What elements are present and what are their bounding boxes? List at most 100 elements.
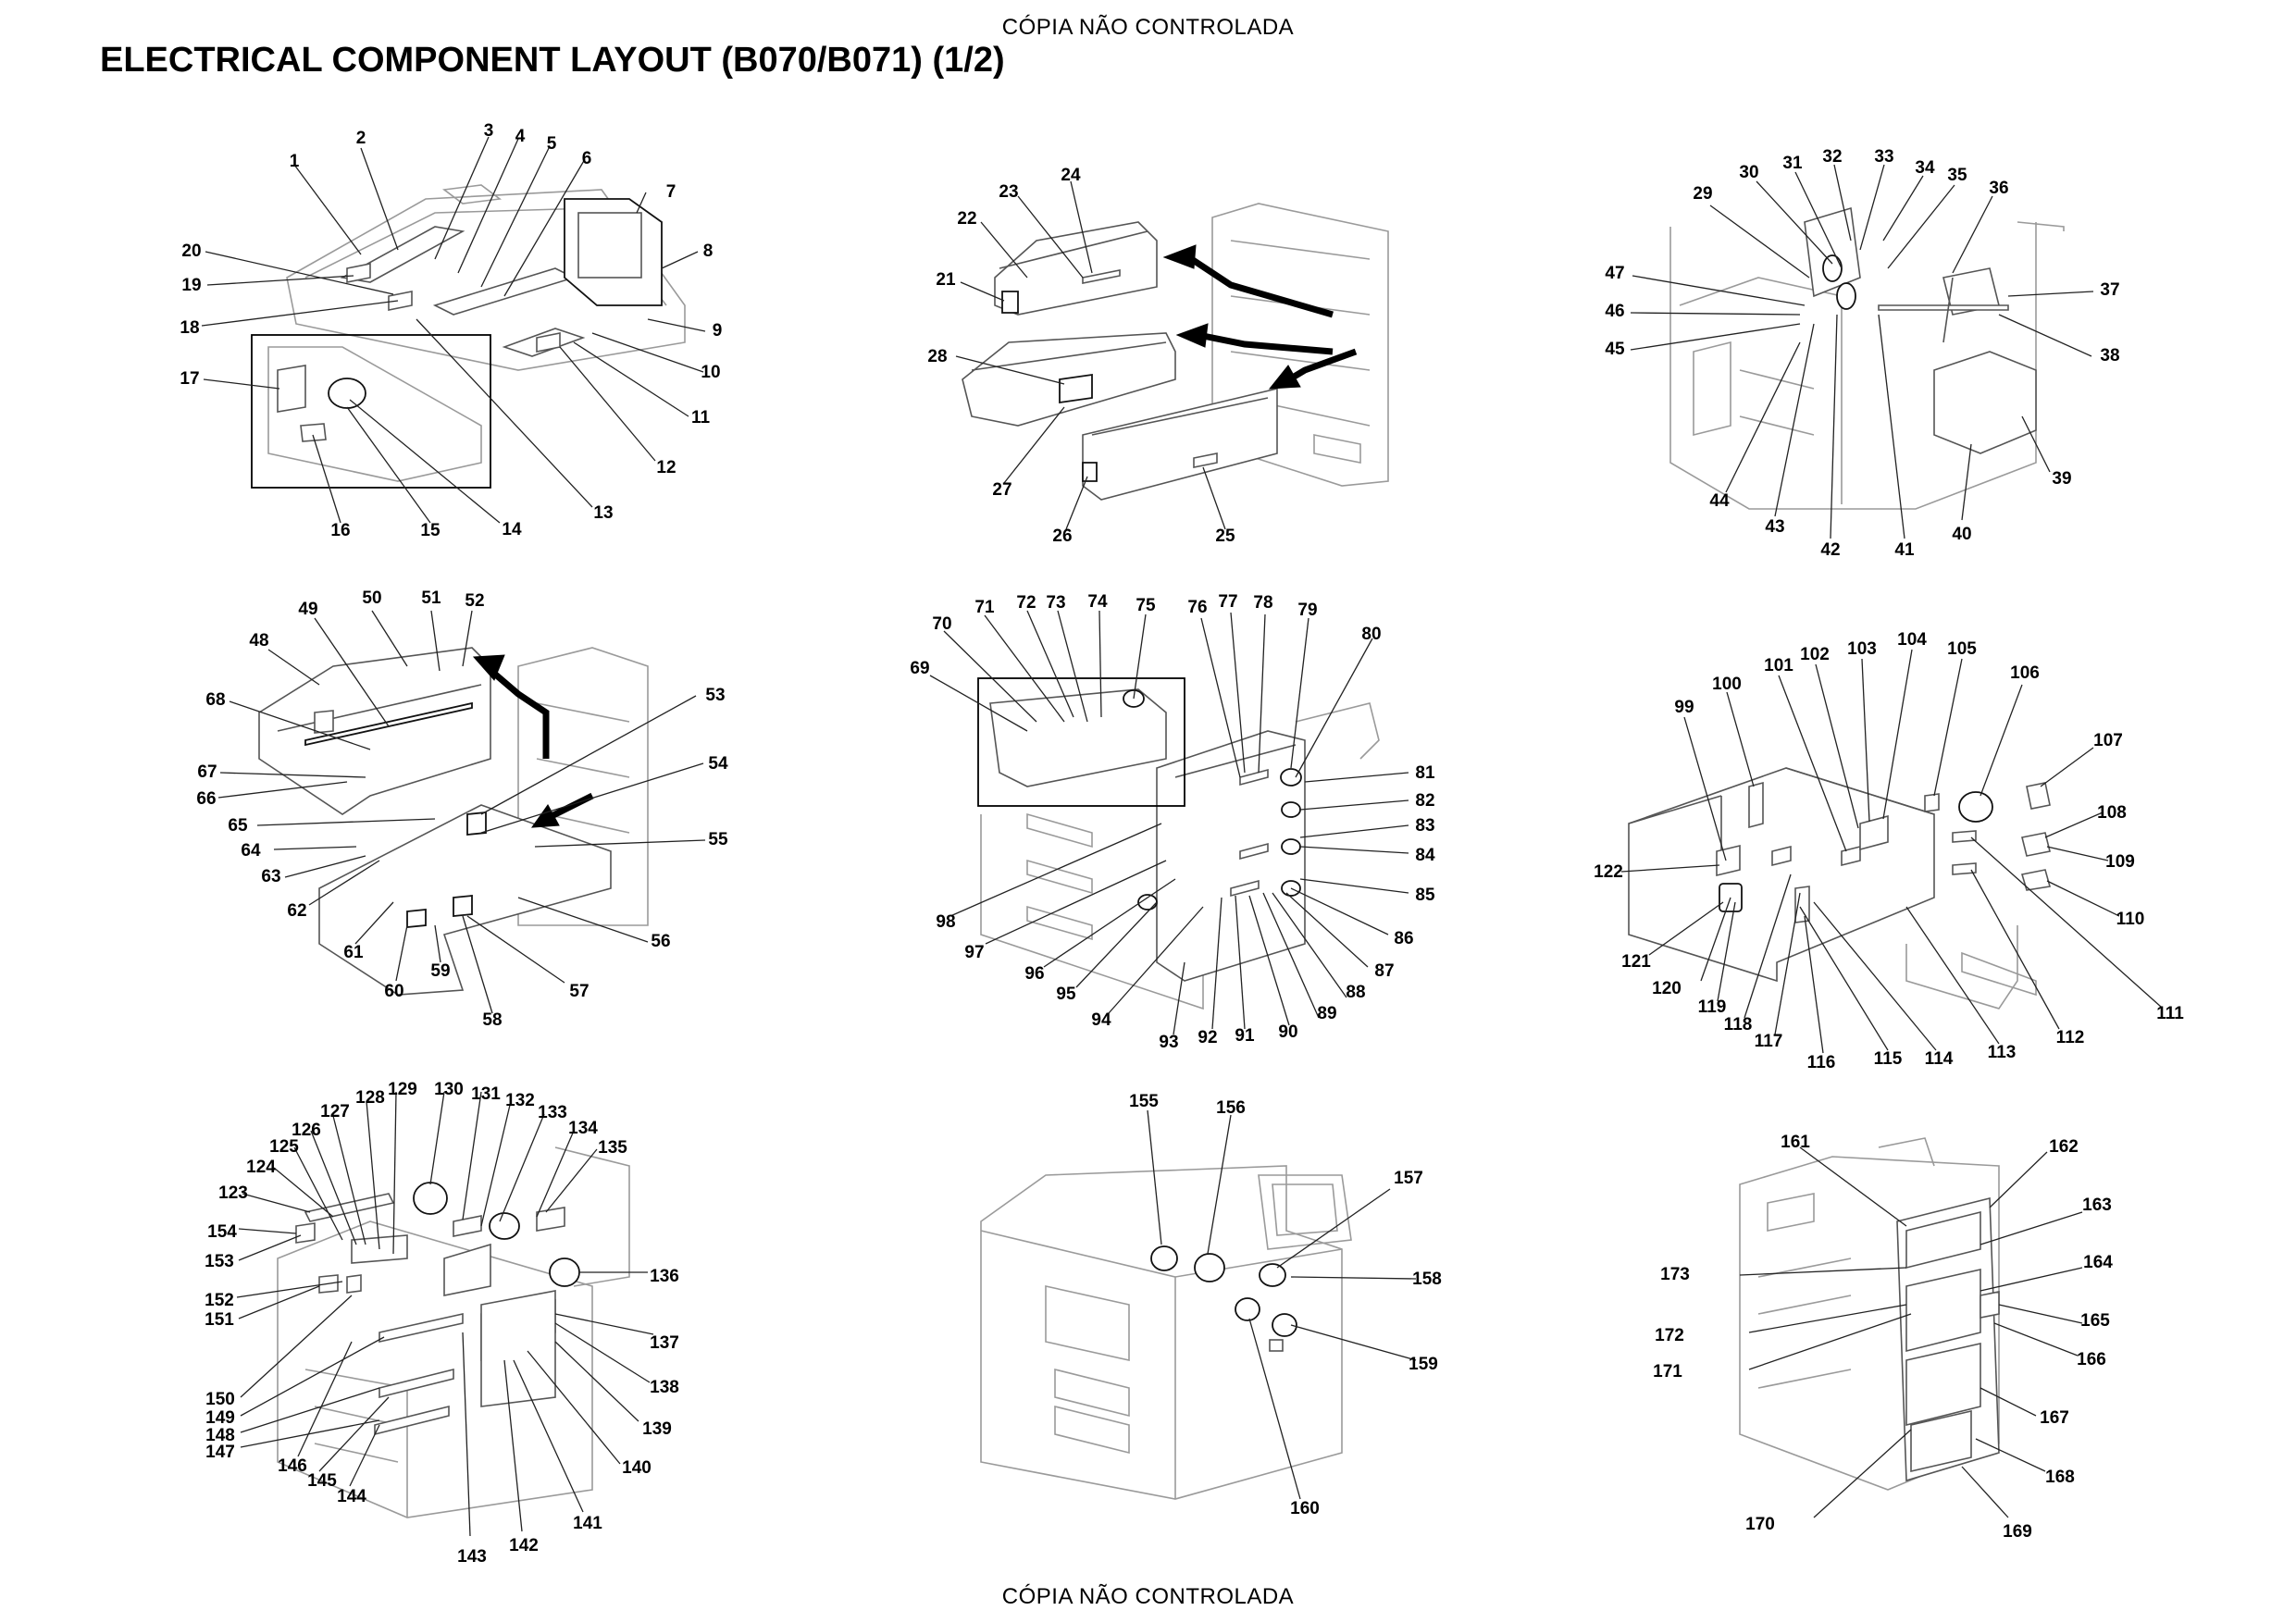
panel-7-labels: 123 124 125 126 127 128 129 130 131 132 … [205, 1080, 679, 1567]
callout-label: 126 [292, 1121, 321, 1140]
callout-label: 119 [1698, 997, 1727, 1017]
callout-label: 130 [434, 1080, 464, 1099]
panel-8-labels: 155 156 157 158 159 160 [1129, 1092, 1442, 1518]
callout-label: 134 [568, 1119, 598, 1138]
callout-label: 171 [1653, 1362, 1682, 1381]
callout-label: 123 [218, 1183, 248, 1203]
callout-label: 102 [1800, 645, 1830, 664]
callout-label: 107 [2093, 731, 2123, 750]
callout-label: 47 [1605, 264, 1624, 283]
callout-label: 56 [651, 932, 670, 951]
callout-label: 149 [205, 1408, 235, 1428]
callout-label: 1 [290, 152, 300, 171]
callout-label: 33 [1874, 147, 1893, 167]
callout-label: 93 [1159, 1033, 1178, 1052]
callout-label: 37 [2100, 280, 2119, 300]
watermark-bottom: CÓPIA NÃO CONTROLADA [1001, 1584, 1295, 1609]
callout-label: 5 [547, 134, 557, 154]
panel-rear-boards [1739, 1137, 2000, 1491]
callout-label: 83 [1415, 816, 1434, 836]
callout-label: 11 [691, 408, 711, 427]
callout-label: 88 [1346, 983, 1365, 1002]
callout-label: 114 [1925, 1049, 1954, 1069]
panel-2-labels: 21 22 23 24 25 26 27 28 [927, 166, 1235, 546]
callout-label: 25 [1215, 527, 1235, 546]
panel-3-leaders [1630, 164, 2094, 539]
callout-label: 28 [927, 347, 947, 366]
callout-label: 65 [228, 816, 248, 836]
callout-label: 159 [1409, 1355, 1438, 1374]
callout-label: 96 [1024, 964, 1044, 984]
callout-label: 67 [197, 762, 217, 782]
callout-label: 36 [1989, 179, 2008, 198]
callout-label: 60 [384, 982, 403, 1001]
callout-label: 38 [2100, 346, 2119, 365]
panel-scanner-unit [251, 184, 686, 489]
callout-label: 147 [205, 1443, 235, 1462]
callout-label: 128 [355, 1088, 385, 1108]
callout-label: 136 [650, 1267, 679, 1286]
callout-label: 117 [1755, 1032, 1783, 1051]
callout-label: 2 [356, 129, 366, 148]
callout-label: 138 [650, 1378, 679, 1397]
callout-label: 27 [992, 480, 1011, 500]
callout-label: 58 [482, 1010, 502, 1030]
callout-label: 70 [932, 614, 951, 634]
callout-label: 158 [1412, 1270, 1442, 1289]
callout-label: 142 [509, 1536, 539, 1555]
callout-label: 78 [1253, 593, 1272, 613]
callout-label: 103 [1847, 639, 1877, 659]
callout-label: 162 [2049, 1137, 2079, 1157]
callout-label: 139 [642, 1419, 672, 1439]
callout-label: 72 [1016, 593, 1036, 613]
callout-label: 34 [1915, 158, 1935, 178]
callout-label: 84 [1415, 846, 1435, 865]
callout-label: 153 [205, 1252, 234, 1271]
callout-label: 170 [1745, 1515, 1775, 1534]
callout-label: 161 [1781, 1133, 1810, 1152]
callout-label: 92 [1198, 1028, 1217, 1047]
callout-label: 160 [1290, 1499, 1320, 1518]
callout-label: 89 [1317, 1004, 1336, 1023]
callout-label: 54 [708, 754, 728, 774]
callout-label: 163 [2082, 1196, 2112, 1215]
callout-label: 98 [936, 912, 955, 932]
callout-label: 30 [1739, 163, 1758, 182]
callout-label: 10 [701, 363, 720, 382]
callout-label: 120 [1652, 979, 1682, 998]
panel-6-labels: 99 100 101 102 103 104 105 106 107 108 1… [1594, 630, 2184, 1072]
callout-label: 108 [2097, 803, 2127, 823]
callout-label: 86 [1394, 929, 1413, 948]
callout-label: 116 [1807, 1053, 1836, 1072]
callout-label: 42 [1820, 540, 1840, 560]
callout-label: 64 [241, 841, 261, 861]
callout-label: 169 [2003, 1522, 2032, 1542]
callout-label: 109 [2105, 852, 2135, 872]
callout-label: 44 [1709, 491, 1730, 511]
callout-label: 13 [593, 503, 613, 523]
callout-label: 168 [2045, 1468, 2075, 1487]
callout-label: 75 [1136, 596, 1156, 615]
callout-label: 127 [320, 1102, 350, 1121]
callout-label: 74 [1087, 592, 1108, 612]
callout-label: 8 [703, 242, 714, 261]
callout-label: 154 [207, 1222, 237, 1242]
callout-label: 110 [2116, 910, 2145, 929]
callout-label: 79 [1297, 601, 1317, 620]
callout-label: 151 [205, 1310, 234, 1330]
page-title: ELECTRICAL COMPONENT LAYOUT (B070/B071) … [100, 41, 1005, 80]
panel-controller-section [1628, 767, 2052, 1010]
panel-6-leaders [1620, 649, 2162, 1054]
callout-label: 141 [573, 1514, 602, 1533]
callout-label: 81 [1415, 763, 1435, 783]
panel-drive-section [977, 677, 1380, 1010]
callout-label: 150 [205, 1390, 235, 1409]
watermark-top: CÓPIA NÃO CONTROLADA [1001, 15, 1295, 40]
callout-label: 157 [1394, 1169, 1423, 1188]
callout-label: 143 [457, 1547, 487, 1567]
callout-label: 7 [666, 182, 676, 202]
callout-label: 45 [1605, 340, 1625, 359]
callout-label: 24 [1061, 166, 1081, 185]
callout-label: 59 [430, 961, 450, 981]
callout-label: 140 [622, 1458, 652, 1478]
